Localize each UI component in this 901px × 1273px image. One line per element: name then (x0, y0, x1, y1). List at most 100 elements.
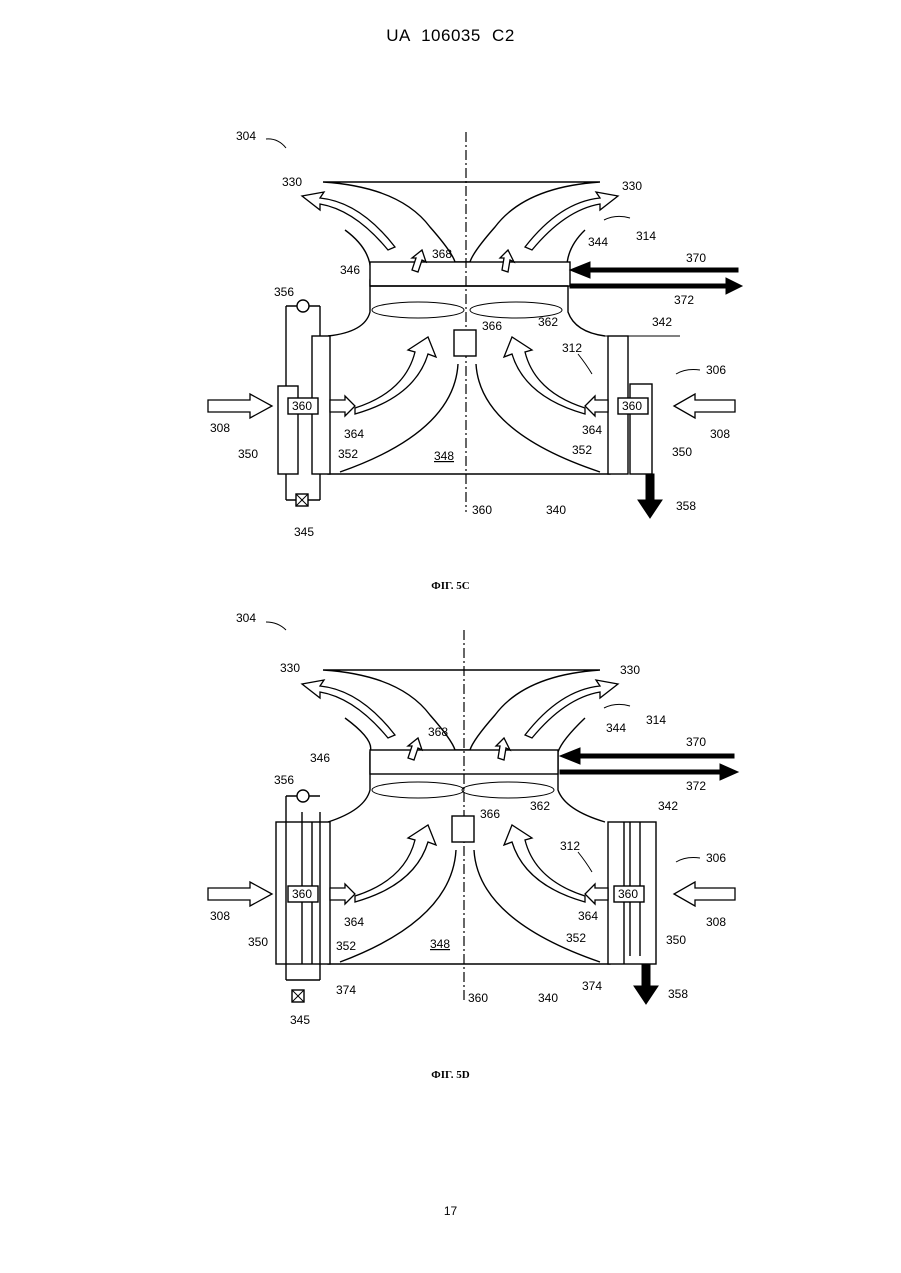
label-364-left: 364 (344, 427, 364, 441)
outflow-arrow-left (302, 680, 395, 738)
heat-exchanger-368 (370, 262, 570, 286)
flow-arrow-right (504, 825, 585, 902)
label-344: 344 (606, 721, 626, 735)
label-306: 306 (706, 363, 726, 377)
label-368: 368 (428, 725, 448, 739)
label-374-right: 374 (582, 979, 602, 993)
label-372: 372 (686, 779, 706, 793)
pointer-314 (604, 216, 630, 220)
inflow-370 (570, 262, 738, 278)
label-360-axis: 360 (472, 503, 492, 517)
inlet-arrow-right (674, 394, 735, 418)
arrow-364-left (330, 396, 355, 416)
inlet-arrow-left (208, 394, 272, 418)
label-308-right: 308 (710, 427, 730, 441)
fan-left (372, 782, 464, 798)
label-356: 356 (274, 773, 294, 787)
label-312: 312 (562, 341, 582, 355)
label-370: 370 (686, 251, 706, 265)
fan-left (372, 302, 464, 318)
label-358: 358 (676, 499, 696, 513)
label-364-right: 364 (578, 909, 598, 923)
label-360-right: 360 (618, 887, 638, 901)
label-340: 340 (546, 503, 566, 517)
label-330-left: 330 (280, 661, 300, 675)
outflow-arrow-left (302, 192, 395, 250)
label-366: 366 (482, 319, 502, 333)
label-356: 356 (274, 285, 294, 299)
label-360-axis: 360 (468, 991, 488, 1005)
figure-5c-caption: ФІГ. 5С (0, 580, 901, 592)
label-352-right: 352 (572, 443, 592, 457)
pointer-312 (578, 354, 592, 374)
label-358: 358 (668, 987, 688, 1001)
pump-356 (297, 790, 309, 802)
label-340: 340 (538, 991, 558, 1005)
figure-5d: 304 330 330 314 344 368 370 346 372 356 … (190, 600, 760, 1040)
motor-366 (452, 816, 474, 842)
label-308-left: 308 (210, 909, 230, 923)
label-308-left: 308 (210, 421, 230, 435)
label-304: 304 (236, 611, 256, 625)
label-362: 362 (530, 799, 550, 813)
arrow-364-left (330, 884, 355, 904)
drain-arrow-358 (638, 474, 662, 518)
label-346: 346 (340, 263, 360, 277)
label-344: 344 (588, 235, 608, 249)
label-374-left: 374 (336, 983, 356, 997)
flow-arrow-left (355, 825, 436, 902)
label-352-left: 352 (336, 939, 356, 953)
label-330-left: 330 (282, 175, 302, 189)
flow-arrow-left (355, 337, 436, 414)
figure-5c: 304 330 330 314 344 368 370 346 372 356 … (190, 112, 760, 552)
arrow-364-right (585, 396, 608, 416)
outflow-372 (560, 764, 738, 780)
pointer-306 (676, 858, 700, 863)
label-350-right: 350 (666, 933, 686, 947)
label-345: 345 (290, 1013, 310, 1027)
arrow-364-right (585, 884, 608, 904)
label-348: 348 (434, 449, 454, 463)
inlet-arrow-right (674, 882, 735, 906)
label-304: 304 (236, 129, 256, 143)
left-housing-curve (328, 230, 371, 336)
pointer-314 (604, 704, 630, 708)
label-350-right: 350 (672, 445, 692, 459)
label-348: 348 (430, 937, 450, 951)
pointer-312 (578, 852, 592, 872)
label-350-left: 350 (238, 447, 258, 461)
label-368: 368 (432, 247, 452, 261)
label-362: 362 (538, 315, 558, 329)
figure-5d-drawing: 304 330 330 314 344 368 370 346 372 356 … (190, 600, 760, 1040)
inflow-370 (560, 748, 734, 764)
label-360-right: 360 (622, 399, 642, 413)
label-346: 346 (310, 751, 330, 765)
label-366: 366 (480, 807, 500, 821)
label-345: 345 (294, 525, 314, 539)
label-306: 306 (706, 851, 726, 865)
inlet-arrow-left (208, 882, 272, 906)
label-308-right: 308 (706, 915, 726, 929)
label-314: 314 (646, 713, 666, 727)
pointer-304 (266, 622, 286, 630)
label-360-left: 360 (292, 399, 312, 413)
label-314: 314 (636, 229, 656, 243)
outflow-372 (570, 278, 742, 294)
label-370: 370 (686, 735, 706, 749)
left-housing-curve (328, 718, 371, 822)
label-352-right: 352 (566, 931, 586, 945)
label-342: 342 (652, 315, 672, 329)
label-352-left: 352 (338, 447, 358, 461)
label-360-left: 360 (292, 887, 312, 901)
motor-366 (454, 330, 476, 356)
label-372: 372 (674, 293, 694, 307)
outflow-arrow-right (525, 680, 618, 738)
label-342: 342 (658, 799, 678, 813)
fan-right (462, 782, 554, 798)
figure-5c-drawing: 304 330 330 314 344 368 370 346 372 356 … (190, 112, 760, 552)
drain-arrow-358 (634, 964, 658, 1004)
pump-356 (297, 300, 309, 312)
patent-header: UA 106035 C2 (0, 26, 901, 46)
pointer-306 (676, 370, 700, 375)
label-312: 312 (560, 839, 580, 853)
